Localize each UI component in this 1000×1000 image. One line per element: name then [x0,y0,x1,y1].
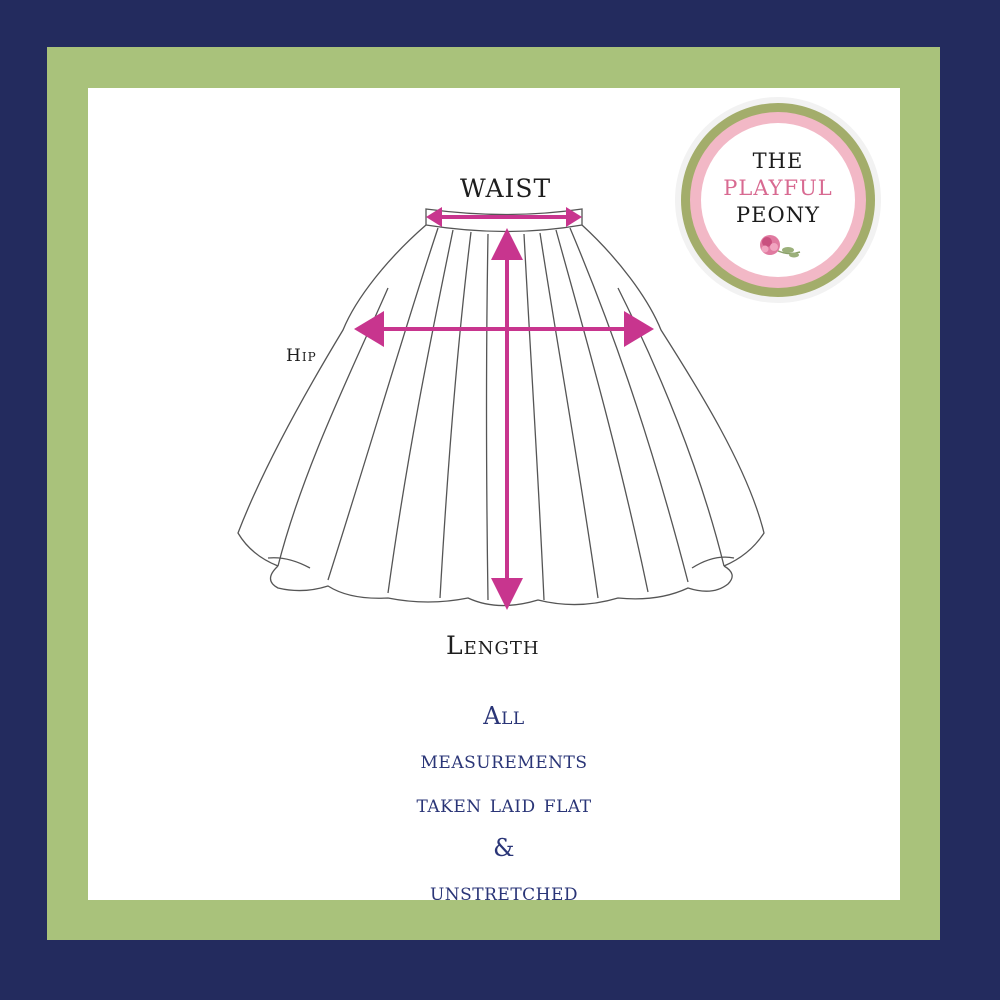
length-label: Length [446,631,540,660]
measurement-note: All measurements taken laid flat & unstr… [294,694,714,900]
note-line-2: measurements [420,746,588,774]
length-arrow [491,228,523,610]
hip-label: Hip [286,346,317,366]
logo-line-1: THE [752,149,804,173]
note-line-1: All [483,702,525,730]
brand-logo: THE PLAYFUL PEONY [674,96,882,304]
peony-flower-icon [760,235,801,258]
logo-line-2: PLAYFUL [723,176,833,200]
logo-badge [675,97,881,303]
waist-arrow [426,207,582,227]
note-line-3: taken laid flat [416,790,592,818]
waist-label: WAIST [460,174,552,203]
hip-arrow [354,311,654,347]
measurement-panel: WAIST Hip Length THE PLAYFUL PEONY All m… [88,88,900,900]
skirt-waistband [425,208,583,233]
note-line-5: unstretched [429,878,579,900]
logo-line-3: PEONY [736,203,820,227]
skirt-body [237,224,765,607]
note-line-4: & [493,834,515,862]
logo-text: THE PLAYFUL PEONY [674,148,882,229]
skirt-diagram [237,207,765,610]
